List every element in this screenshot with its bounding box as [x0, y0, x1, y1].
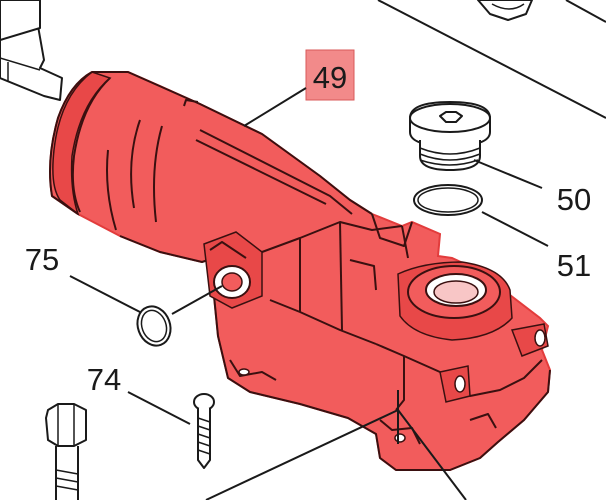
leader-line-49	[243, 87, 307, 127]
callout-51-label: 51	[557, 248, 591, 283]
o-ring-part-75[interactable]	[69, 275, 223, 350]
o-ring-part-51[interactable]	[413, 184, 549, 247]
partial-bearing-top-right	[377, 0, 606, 119]
callout-50-label: 50	[557, 182, 591, 217]
callout-49-label: 49	[313, 60, 347, 95]
callout-75-label: 75	[25, 242, 59, 277]
callout-49-highlight-box	[305, 49, 355, 101]
gear-housing-part-49[interactable]	[49, 71, 552, 471]
callout-74-label: 74	[87, 362, 121, 397]
bottom-leader-lines	[205, 390, 467, 500]
screw-part-74[interactable]	[127, 391, 215, 469]
partial-bracket-top-left	[0, 0, 63, 101]
plug-cap-part-50[interactable]	[409, 101, 543, 189]
bolt-bottom-left	[45, 403, 87, 500]
callout-49[interactable]: 49	[243, 49, 355, 127]
